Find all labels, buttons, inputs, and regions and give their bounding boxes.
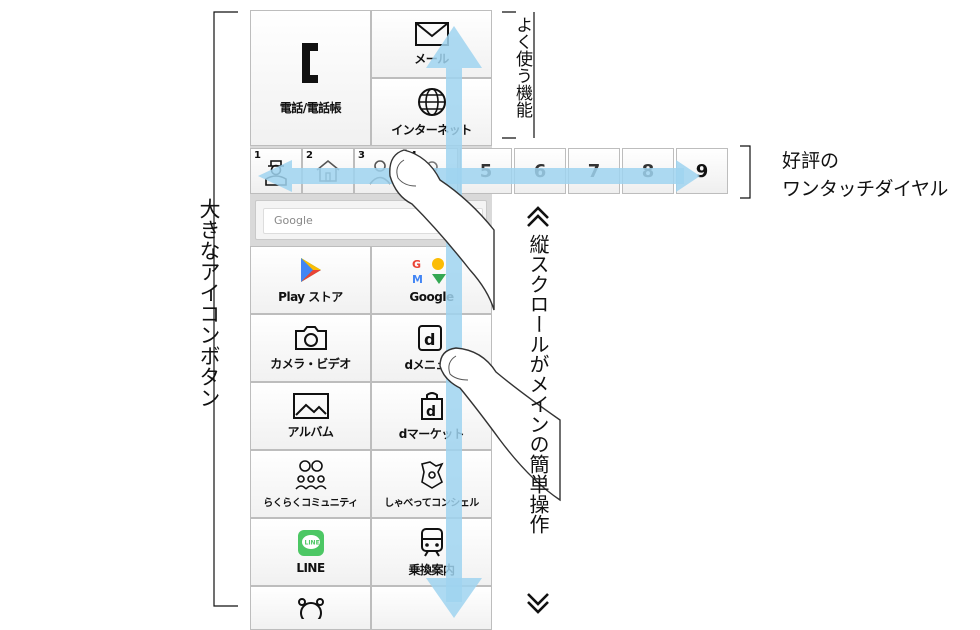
line-label: LINE <box>296 561 325 575</box>
annotation-vertical-scroll: 縦スクロールがメインの簡単操作 <box>526 234 550 534</box>
google-apps-label: Google <box>409 290 454 304</box>
play-store-button[interactable]: Play ストア <box>250 246 371 314</box>
svg-text:G: G <box>412 258 421 271</box>
phone-contacts-button[interactable]: 電話/電話帳 <box>250 10 371 146</box>
line-icon: LINE <box>297 529 325 557</box>
annotation-speed-dial-line2: ワンタッチダイヤル <box>782 178 948 200</box>
concier-icon <box>416 460 448 490</box>
train-label: 乗換案内 <box>408 562 455 577</box>
album-button[interactable]: アルバム <box>250 382 371 450</box>
concier-button[interactable]: しゃべってコンシェル <box>371 450 492 518</box>
annotation-big-icons: 大きなアイコンボタン <box>197 198 221 408</box>
camera-label: カメラ・ビデオ <box>270 356 351 371</box>
community-label: らくらくコミュニティ <box>263 497 358 509</box>
svg-text:LINE: LINE <box>304 540 319 547</box>
svg-text:M: M <box>412 273 423 286</box>
community-icon <box>294 459 328 490</box>
album-icon <box>292 392 329 419</box>
album-label: アルバム <box>287 424 334 439</box>
d-menu-icon: d <box>417 324 447 352</box>
train-icon <box>419 527 445 557</box>
alarm-icon <box>297 597 325 619</box>
alarm-button[interactable] <box>250 586 371 630</box>
google-logo: Google <box>274 214 313 227</box>
svg-text:d: d <box>426 404 436 420</box>
speed-dial-number: 1 <box>254 150 261 161</box>
line-button[interactable]: LINE LINE <box>250 518 371 586</box>
app-button-partial[interactable] <box>371 586 492 630</box>
speed-dial-number: 3 <box>358 150 365 161</box>
annotation-speed-dial-line1: 好評の <box>782 150 840 172</box>
speed-dial-9[interactable]: 9 <box>676 148 728 194</box>
play-store-label: Play ストア <box>278 289 343 304</box>
camera-button[interactable]: カメラ・ビデオ <box>250 314 371 382</box>
svg-text:d: d <box>424 330 435 349</box>
play-store-icon <box>298 256 324 284</box>
annotation-frequent-use: よく使う機能 <box>512 16 532 118</box>
phone-contacts-label: 電話/電話帳 <box>279 100 342 115</box>
concier-label: しゃべってコンシェル <box>384 497 479 509</box>
speed-dial-number: 2 <box>306 150 313 161</box>
globe-icon <box>417 87 447 117</box>
d-market-icon: d <box>419 391 445 421</box>
community-button[interactable]: らくらくコミュニティ <box>250 450 371 518</box>
internet-button[interactable]: インターネット <box>371 78 492 146</box>
mail-icon <box>414 21 449 46</box>
camera-icon <box>294 325 328 351</box>
train-button[interactable]: 乗換案内 <box>371 518 492 586</box>
phone-icon <box>300 41 322 85</box>
